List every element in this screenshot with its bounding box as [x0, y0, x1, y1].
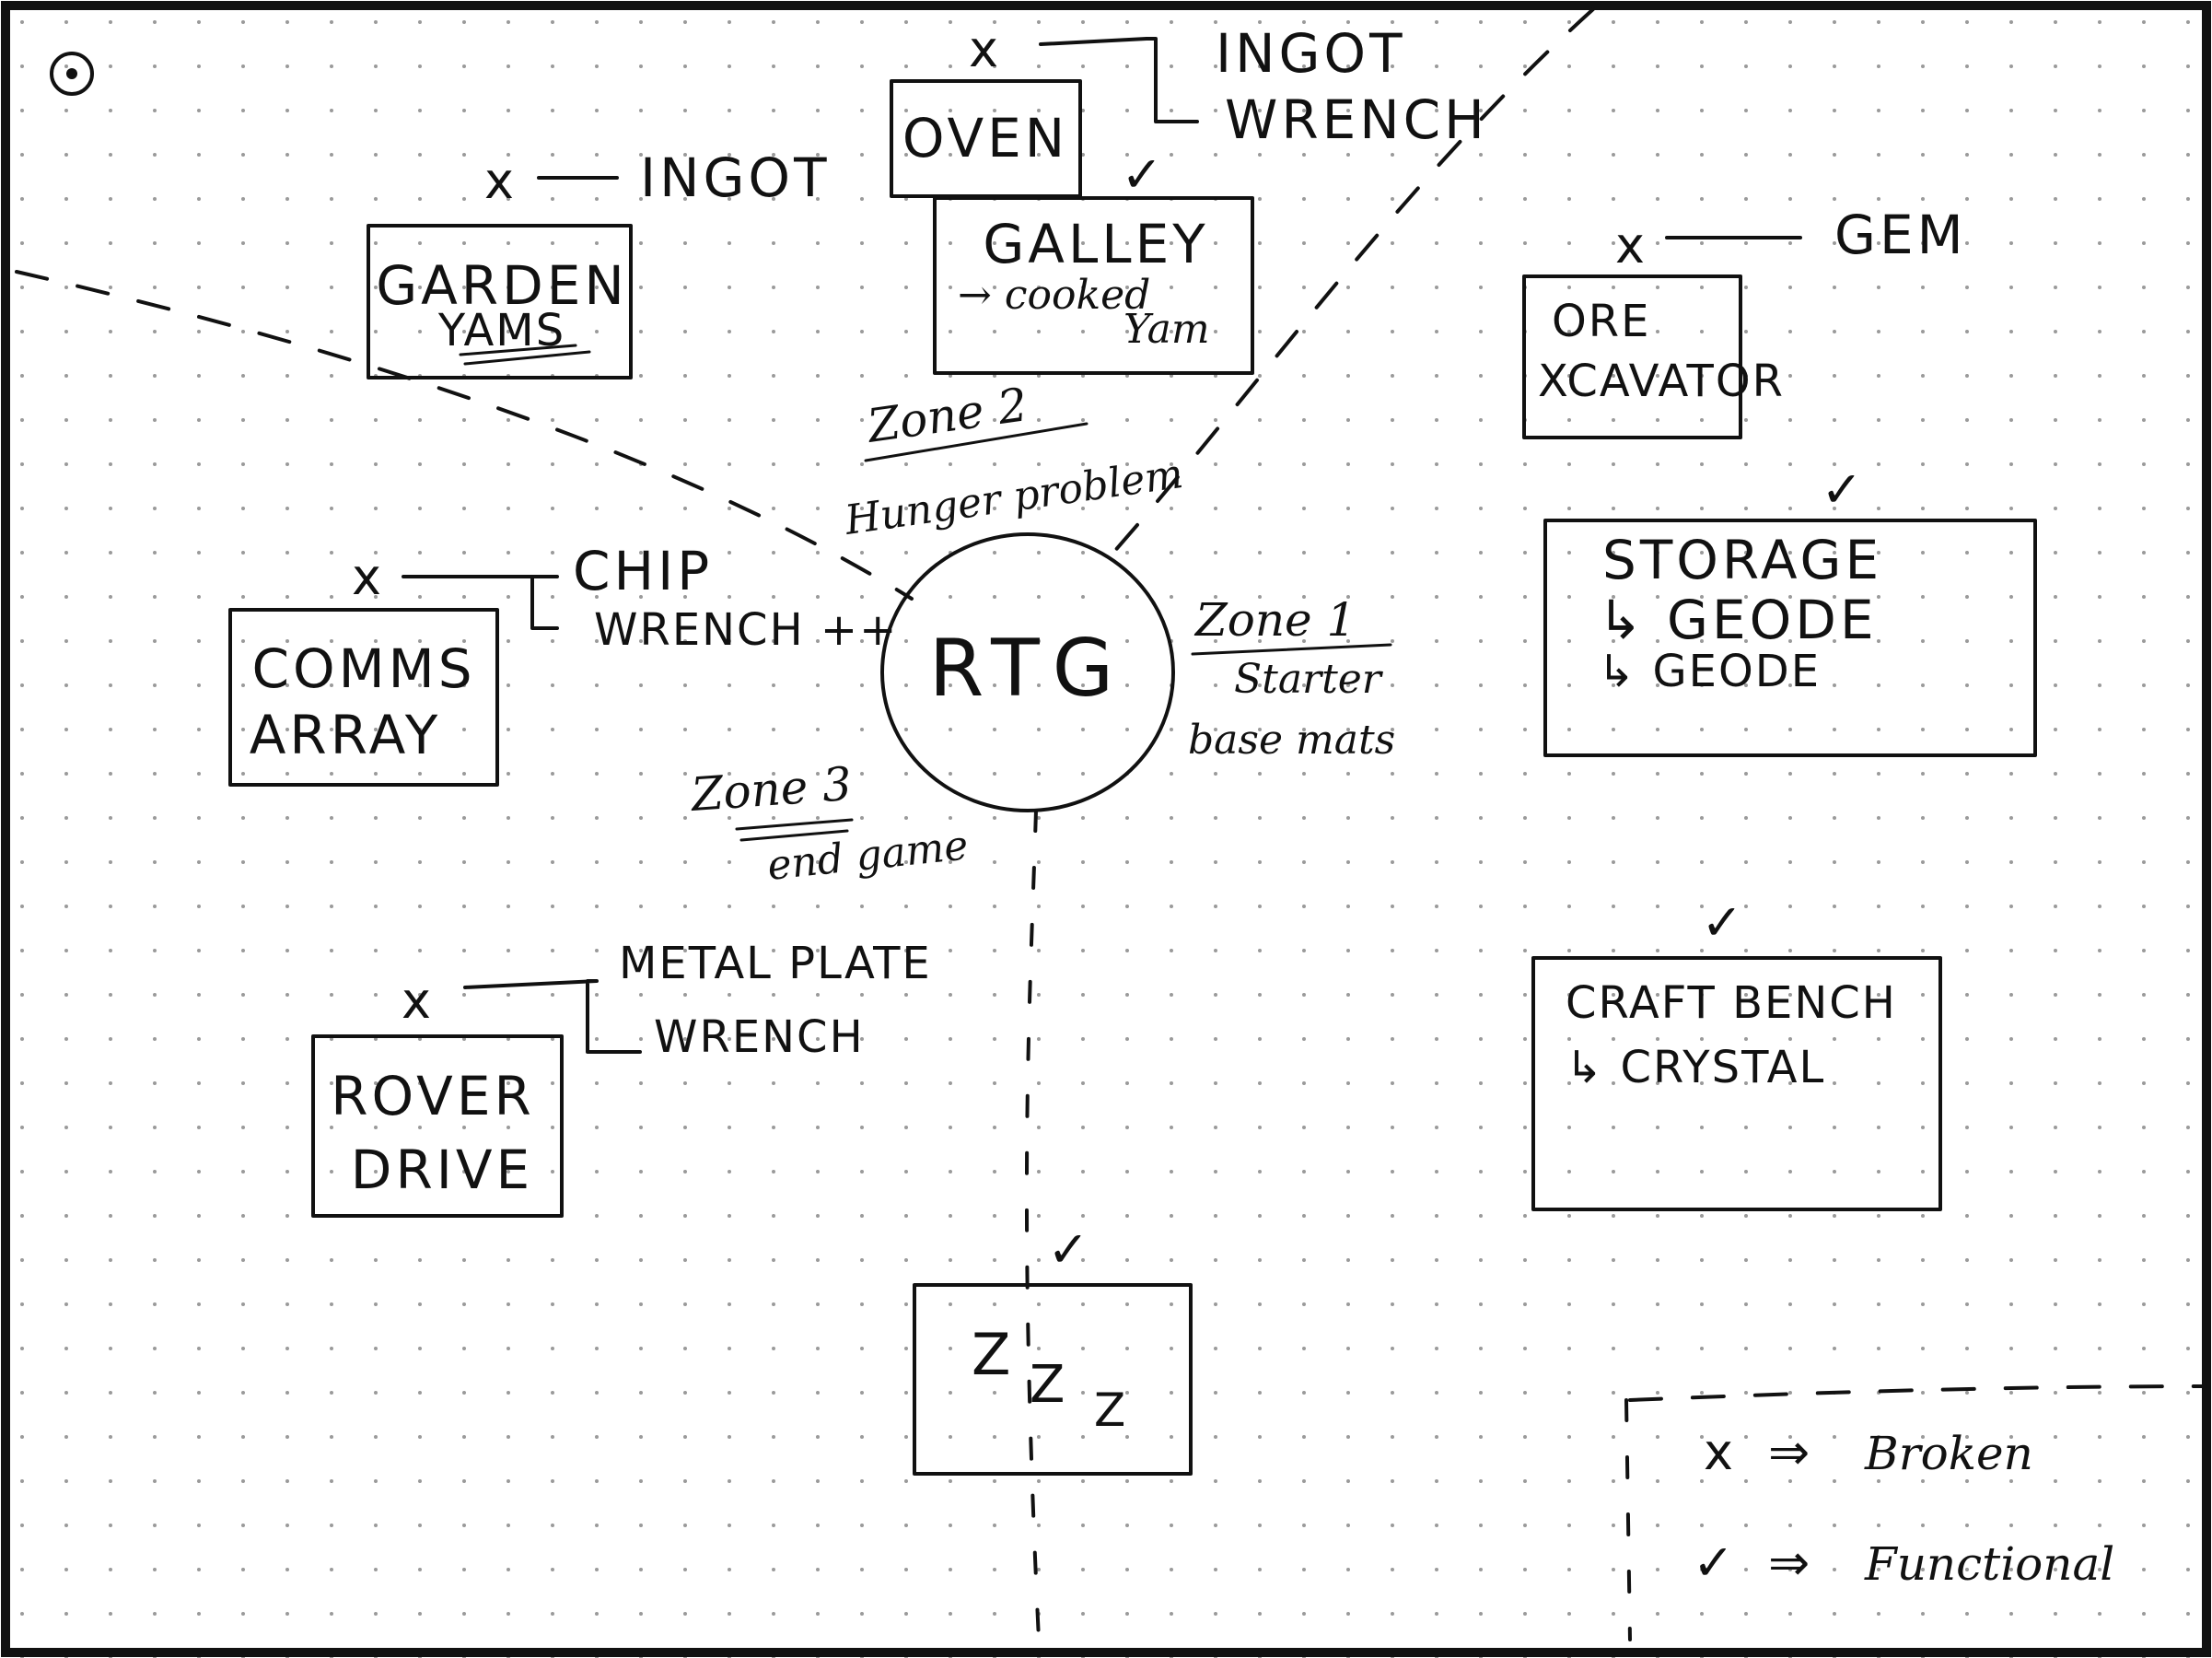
legend-boundary-top: [1628, 1384, 2207, 1402]
oven-label: OVEN: [902, 107, 1068, 169]
sleep-z-1: Z: [972, 1321, 1010, 1388]
garden-label-1: GARDEN: [376, 254, 628, 317]
rover-drive-status: x: [402, 972, 431, 1030]
comms-array-need-2: WRENCH ++: [594, 604, 898, 656]
storage-label-3: ↳ GEODE: [1598, 646, 1821, 697]
legend-broken-symbol: x: [1704, 1423, 1733, 1481]
rover-drive-label-1: ROVER: [331, 1065, 535, 1127]
craft-bench-status: ✓: [1701, 893, 1742, 952]
legend-functional-arrow: ⇒: [1768, 1534, 1810, 1592]
comms-array-need-1: CHIP: [573, 540, 713, 602]
comms-array-label-1: COMMS: [251, 637, 475, 700]
module-oven[interactable]: OVEN x INGOT WRENCH: [890, 20, 1488, 198]
ore-excavator-label-1: ORE: [1552, 296, 1650, 347]
craft-bench-label-1: CRAFT BENCH: [1566, 977, 1897, 1029]
zone-1-title: Zone 1: [1193, 593, 1356, 647]
ore-excavator-label-2: XCAVATOR: [1538, 356, 1785, 407]
oven-need-2: WRENCH: [1225, 88, 1488, 151]
garden-need-1: INGOT: [640, 146, 831, 209]
zone-boundary-1: [1103, 7, 1595, 564]
zone-1-line-2: base mats: [1188, 717, 1395, 764]
rover-drive-label-2: DRIVE: [351, 1138, 533, 1201]
legend-broken-meaning: Broken: [1864, 1427, 2033, 1480]
legend-boundary-left: [1624, 1398, 1632, 1641]
legend-functional-meaning: Functional: [1864, 1537, 2114, 1591]
module-sleep[interactable]: ✓ Z Z Z: [913, 1220, 1193, 1476]
comms-array-status: x: [352, 548, 381, 606]
module-craft-bench[interactable]: ✓ CRAFT BENCH ↳ CRYSTAL: [1531, 893, 1942, 1211]
module-ore-excavator[interactable]: x GEM ORE XCAVATOR: [1522, 204, 1967, 439]
storage-status: ✓: [1821, 461, 1862, 519]
storage-label-1: STORAGE: [1602, 529, 1882, 591]
zone-1-label: Zone 1 Starter base mats: [1188, 593, 1395, 764]
galley-status: ✓: [1121, 146, 1162, 204]
garden-status: x: [484, 152, 514, 210]
rover-drive-need-1: METAL PLATE: [619, 938, 932, 989]
legend-broken: x ⇒ Broken: [1704, 1423, 2033, 1481]
zone-1-line-1: Starter: [1234, 656, 1384, 703]
comms-array-label-2: ARRAY: [250, 704, 442, 766]
sleep-z-3: Z: [1094, 1384, 1125, 1437]
target-icon[interactable]: [50, 52, 94, 96]
storage-label-2: ↳ GEODE: [1598, 589, 1878, 651]
module-comms-array[interactable]: x CHIP WRENCH ++ COMMS ARRAY: [228, 540, 898, 787]
oven-need-1: INGOT: [1216, 22, 1406, 85]
module-storage[interactable]: ✓ STORAGE ↳ GEODE ↳ GEODE: [1543, 461, 2037, 757]
sleep-z-2: Z: [1030, 1355, 1065, 1415]
module-galley[interactable]: ✓ GALLEY → cooked Yam: [933, 146, 1254, 375]
module-rover-drive[interactable]: x METAL PLATE WRENCH ROVER DRIVE: [311, 938, 932, 1218]
legend-broken-arrow: ⇒: [1768, 1423, 1810, 1481]
legend-functional-symbol: ✓: [1693, 1534, 1734, 1592]
ore-excavator-need-1: GEM: [1834, 204, 1967, 266]
zone-3-title: Zone 3: [688, 757, 854, 822]
galley-label-3: Yam: [1123, 306, 1210, 353]
legend-functional: ✓ ⇒ Functional: [1693, 1534, 2114, 1592]
craft-bench-label-2: ↳ CRYSTAL: [1566, 1042, 1825, 1093]
rover-drive-need-2: WRENCH: [654, 1011, 865, 1063]
module-garden[interactable]: x INGOT GARDEN YAMS: [367, 146, 831, 379]
oven-status: x: [969, 20, 998, 78]
galley-label-2: → cooked: [958, 272, 1150, 319]
galley-label-1: GALLEY: [983, 213, 1208, 275]
rtg-label: RTG: [929, 623, 1127, 715]
sleep-status: ✓: [1047, 1220, 1089, 1279]
ore-excavator-status: x: [1615, 216, 1645, 274]
rtg-node[interactable]: RTG: [880, 532, 1175, 812]
legend: x ⇒ Broken ✓ ⇒ Functional: [1693, 1423, 2114, 1592]
zone-boundary-2: [15, 270, 914, 601]
